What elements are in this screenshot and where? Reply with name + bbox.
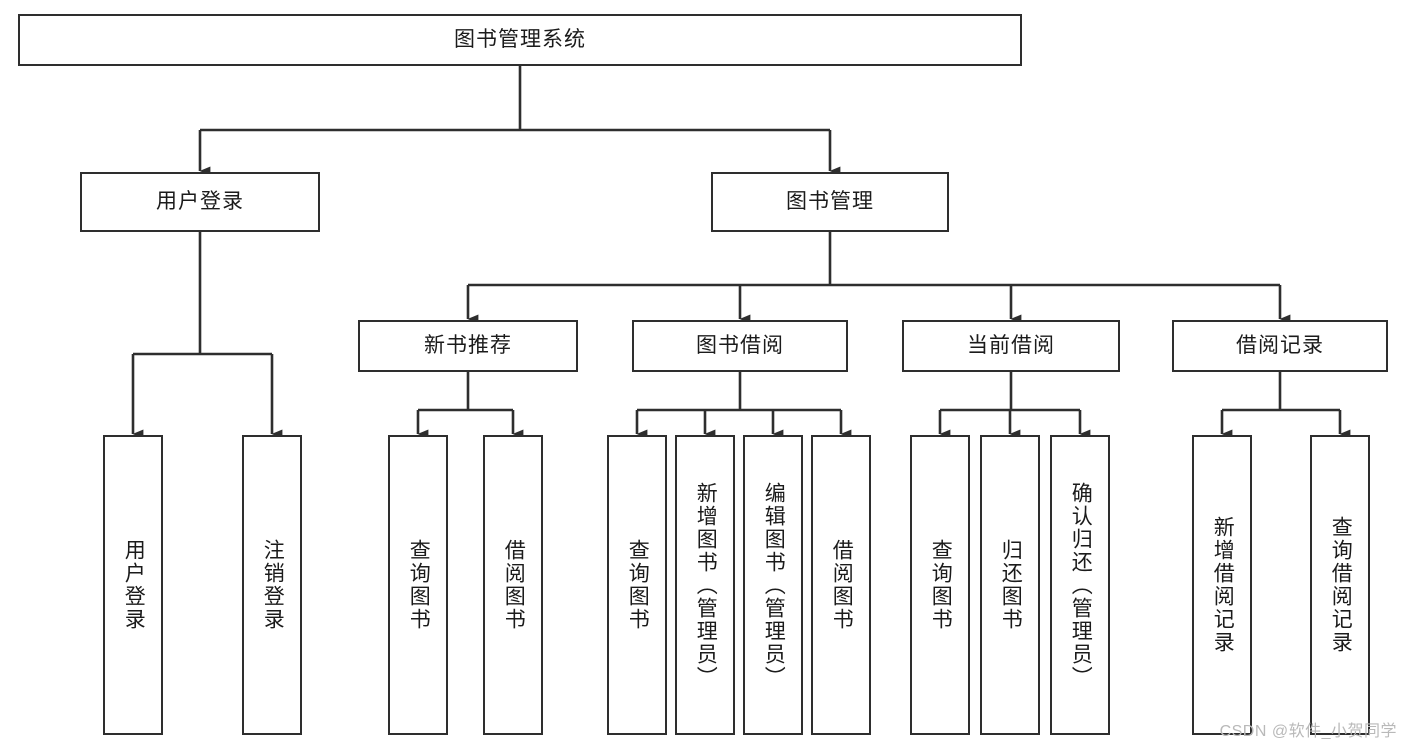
node-new-book-recommend-label: 新书推荐 xyxy=(424,334,512,358)
node-book-management-label: 图书管理 xyxy=(786,190,874,214)
node-leaf-return-book[interactable]: 归还图书 xyxy=(980,435,1040,735)
node-leaf-borrow-book-rec[interactable]: 借阅图书 xyxy=(483,435,543,735)
node-current-borrow-label: 当前借阅 xyxy=(967,334,1055,358)
node-leaf-edit-book-admin-label: 编辑图书（管理员） xyxy=(762,481,786,689)
node-user-login[interactable]: 用户登录 xyxy=(80,172,320,232)
node-leaf-query-book-borrow[interactable]: 查询图书 xyxy=(607,435,667,735)
node-leaf-query-borrow-record[interactable]: 查询借阅记录 xyxy=(1310,435,1370,735)
node-leaf-borrow-book[interactable]: 借阅图书 xyxy=(811,435,871,735)
watermark-text: CSDN @软件_小贺同学 xyxy=(1219,723,1397,740)
node-user-login-label: 用户登录 xyxy=(156,190,244,214)
node-leaf-confirm-return-admin[interactable]: 确认归还（管理员） xyxy=(1050,435,1110,735)
node-leaf-add-book-admin[interactable]: 新增图书（管理员） xyxy=(675,435,735,735)
node-leaf-query-book-current[interactable]: 查询图书 xyxy=(910,435,970,735)
node-leaf-borrow-book-rec-label: 借阅图书 xyxy=(502,539,526,631)
node-leaf-query-book-rec-label: 查询图书 xyxy=(407,539,431,631)
node-leaf-edit-book-admin[interactable]: 编辑图书（管理员） xyxy=(743,435,803,735)
node-leaf-return-book-label: 归还图书 xyxy=(999,539,1023,631)
node-new-book-recommend[interactable]: 新书推荐 xyxy=(358,320,578,372)
node-leaf-borrow-book-label: 借阅图书 xyxy=(830,539,854,631)
node-leaf-add-borrow-record-label: 新增借阅记录 xyxy=(1211,516,1235,654)
node-leaf-add-book-admin-label: 新增图书（管理员） xyxy=(694,481,718,689)
node-leaf-logout-login-label: 注销登录 xyxy=(261,539,285,631)
node-leaf-query-borrow-record-label: 查询借阅记录 xyxy=(1329,516,1353,654)
node-root[interactable]: 图书管理系统 xyxy=(18,14,1022,66)
node-book-management[interactable]: 图书管理 xyxy=(711,172,949,232)
node-leaf-user-login-label: 用户登录 xyxy=(122,539,146,631)
node-borrow-record-label: 借阅记录 xyxy=(1236,334,1324,358)
node-leaf-query-book-current-label: 查询图书 xyxy=(929,539,953,631)
node-leaf-logout-login[interactable]: 注销登录 xyxy=(242,435,302,735)
node-leaf-query-book-borrow-label: 查询图书 xyxy=(626,539,650,631)
node-root-label: 图书管理系统 xyxy=(454,28,586,52)
node-borrow-record[interactable]: 借阅记录 xyxy=(1172,320,1388,372)
node-current-borrow[interactable]: 当前借阅 xyxy=(902,320,1120,372)
node-book-borrow-label: 图书借阅 xyxy=(696,334,784,358)
node-leaf-user-login[interactable]: 用户登录 xyxy=(103,435,163,735)
node-leaf-add-borrow-record[interactable]: 新增借阅记录 xyxy=(1192,435,1252,735)
node-leaf-confirm-return-admin-label: 确认归还（管理员） xyxy=(1069,481,1093,689)
node-leaf-query-book-rec[interactable]: 查询图书 xyxy=(388,435,448,735)
node-book-borrow[interactable]: 图书借阅 xyxy=(632,320,848,372)
